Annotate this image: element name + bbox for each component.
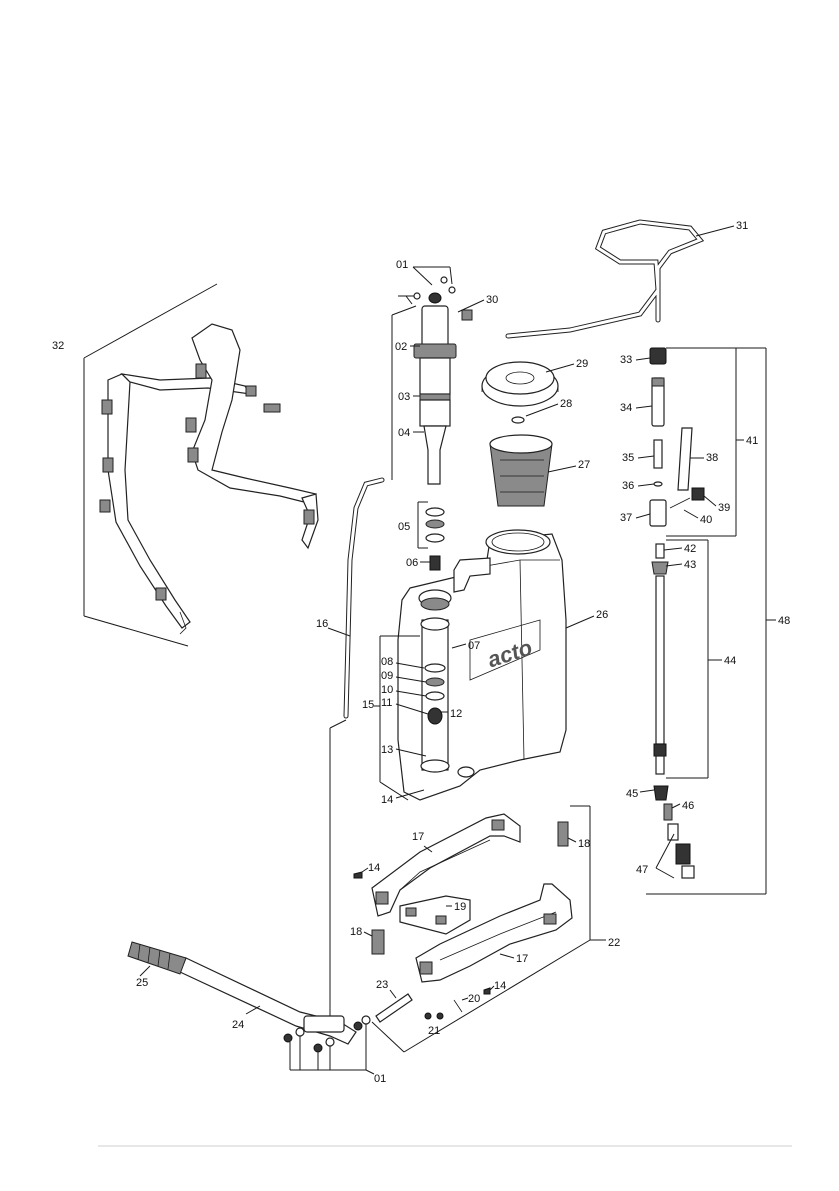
check-valve-06: [430, 556, 440, 570]
label-34: 34: [620, 402, 632, 414]
label-14-lower: 14: [494, 980, 506, 992]
label-22: 22: [608, 937, 620, 949]
screw-20: [454, 1000, 462, 1012]
tank: [398, 530, 566, 800]
label-35: 35: [622, 452, 634, 464]
clip-18-right: [558, 822, 568, 846]
label-36: 36: [622, 480, 634, 492]
label-31: 31: [736, 220, 748, 232]
label-43: 43: [684, 559, 696, 571]
label-15: 15: [362, 699, 374, 711]
lance-handle: [650, 348, 704, 526]
label-40: 40: [700, 514, 712, 526]
label-14-tank: 14: [381, 794, 393, 806]
tank-lid: [482, 362, 558, 406]
pump-cylinder: [414, 277, 472, 484]
label-06: 06: [406, 557, 418, 569]
label-33: 33: [620, 354, 632, 366]
lance-tube: [652, 544, 668, 774]
label-39: 39: [718, 502, 730, 514]
label-26: 26: [596, 609, 608, 621]
label-16: 16: [316, 618, 328, 630]
label-01-bottom: 01: [374, 1073, 386, 1085]
label-19: 19: [454, 901, 466, 913]
label-38: 38: [706, 452, 718, 464]
label-18-left: 18: [350, 926, 362, 938]
label-13: 13: [381, 744, 393, 756]
label-25: 25: [136, 977, 148, 989]
label-07: 07: [468, 640, 480, 652]
label-48: 48: [778, 615, 790, 627]
label-41: 41: [746, 435, 758, 447]
label-09: 09: [381, 670, 393, 682]
label-20: 20: [468, 993, 480, 1005]
label-44: 44: [724, 655, 736, 667]
harness-straps: [84, 284, 318, 646]
label-46: 46: [682, 800, 694, 812]
label-28: 28: [560, 398, 572, 410]
strainer: [490, 435, 552, 506]
label-29: 29: [576, 358, 588, 370]
label-27: 27: [578, 459, 590, 471]
nut-21b: [437, 1013, 443, 1019]
label-03: 03: [398, 391, 410, 403]
label-23: 23: [376, 979, 388, 991]
label-24: 24: [232, 1019, 244, 1031]
label-04: 04: [398, 427, 410, 439]
label-05: 05: [398, 521, 410, 533]
label-37: 37: [620, 512, 632, 524]
label-30: 30: [486, 294, 498, 306]
lid-washer: [512, 417, 524, 423]
label-10: 10: [381, 684, 393, 696]
label-02: 02: [395, 341, 407, 353]
valve-seals: [426, 508, 444, 542]
label-01-top: 01: [396, 259, 408, 271]
label-47: 47: [636, 864, 648, 876]
clip-18-left: [372, 930, 384, 954]
label-18-right: 18: [578, 838, 590, 850]
label-17-upper: 17: [412, 831, 424, 843]
screw-14-upper: [354, 872, 362, 878]
label-17-lower: 17: [516, 953, 528, 965]
pivot-shaft-23: [376, 994, 412, 1022]
screw-14-lower: [484, 988, 490, 994]
nut-21a: [425, 1013, 431, 1019]
label-12: 12: [450, 708, 462, 720]
label-08: 08: [381, 656, 393, 668]
label-45: 45: [626, 788, 638, 800]
label-42: 42: [684, 543, 696, 555]
label-11: 11: [381, 697, 392, 709]
label-32: 32: [52, 340, 64, 352]
label-14-upper: 14: [368, 862, 380, 874]
